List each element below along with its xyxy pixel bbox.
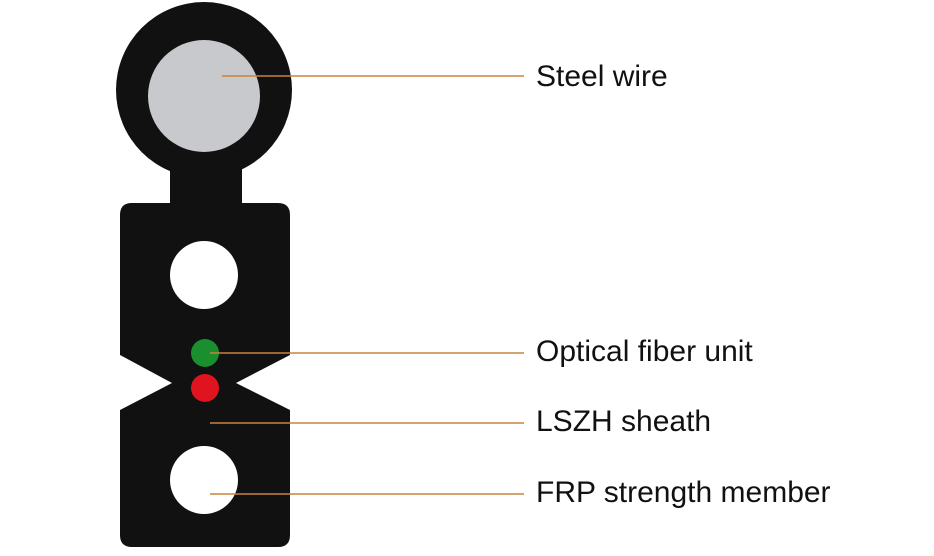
frp-strength-member-top	[170, 241, 238, 309]
optical-fiber-red	[191, 374, 219, 402]
label-frp-strength-member: FRP strength member	[536, 476, 831, 509]
label-lszh-sheath: LSZH sheath	[536, 405, 712, 438]
frp-strength-member-bottom	[170, 446, 238, 514]
label-steel-wire: Steel wire	[536, 60, 668, 93]
steel-wire	[148, 40, 260, 152]
optical-fiber-green	[191, 339, 219, 367]
label-optical-fiber-unit: Optical fiber unit	[536, 335, 753, 368]
